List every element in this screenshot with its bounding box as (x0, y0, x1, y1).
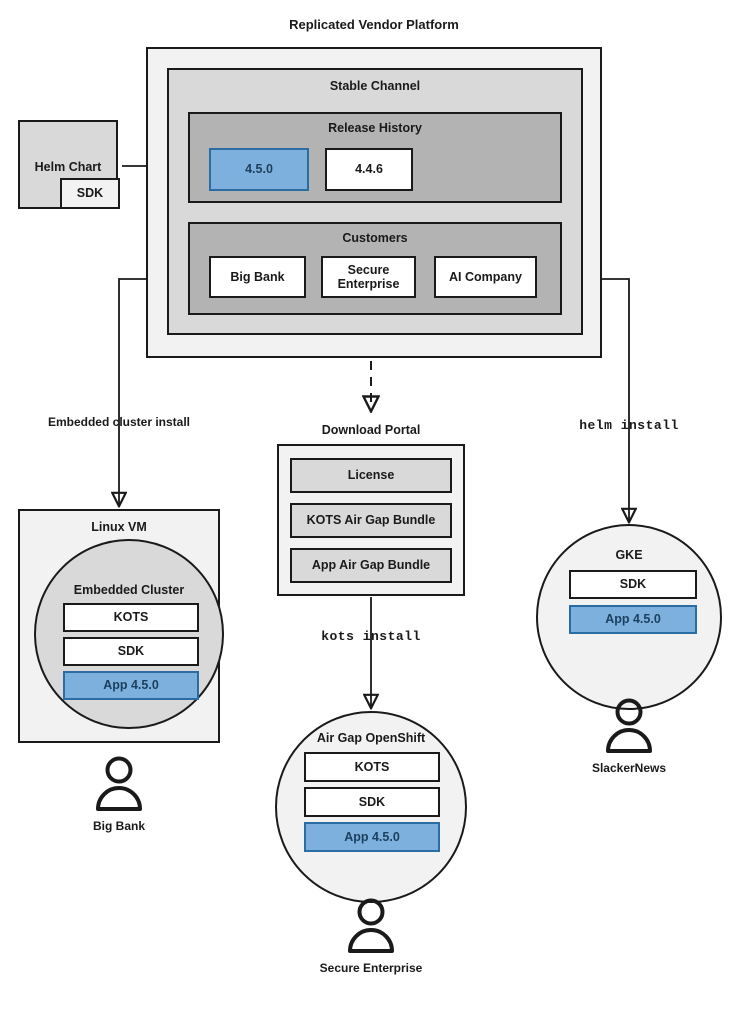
persona-label: Big Bank (92, 819, 145, 833)
linux-vm-component-sdk[interactable]: SDK (63, 637, 199, 666)
release-history-container: Release History 4.5.0 4.4.6 (188, 112, 562, 203)
portal-artifact-kots-air-gap-bundle[interactable]: KOTS Air Gap Bundle (290, 503, 452, 538)
helm-chart-label: Helm Chart (34, 160, 102, 174)
stable-channel-container: Stable Channel Release History 4.5.0 4.4… (167, 68, 583, 335)
persona-secure-enterprise: Secure Enterprise (311, 897, 431, 976)
linux-vm-component-app[interactable]: App 4.5.0 (63, 671, 199, 700)
platform-container: Stable Channel Release History 4.5.0 4.4… (146, 47, 602, 358)
release-card-4-5-0[interactable]: 4.5.0 (209, 148, 309, 191)
linux-vm-container: Linux VM Embedded Cluster KOTS SDK App 4… (18, 509, 224, 743)
release-history-title: Release History (328, 121, 422, 135)
openshift-component-kots[interactable]: KOTS (304, 752, 440, 782)
helm-chart-sdk-box[interactable]: SDK (60, 178, 120, 209)
openshift-component-sdk[interactable]: SDK (304, 787, 440, 817)
customers-title: Customers (342, 231, 408, 245)
persona-big-bank: Big Bank (59, 755, 179, 834)
download-portal-title: Download Portal (321, 423, 421, 437)
edge-label-kots-install: kots install (321, 629, 421, 644)
persona-label: Secure Enterprise (319, 961, 423, 975)
person-icon (606, 698, 652, 753)
release-card-4-4-6[interactable]: 4.4.6 (325, 148, 413, 191)
stable-channel-title: Stable Channel (329, 79, 421, 93)
diagram-title: Replicated Vendor Platform (289, 17, 459, 32)
linux-vm-title: Linux VM (91, 520, 147, 534)
gke-circle: GKE SDK App 4.5.0 (536, 524, 722, 710)
openshift-component-app[interactable]: App 4.5.0 (304, 822, 440, 852)
gke-component-sdk[interactable]: SDK (569, 570, 697, 599)
persona-label: SlackerNews (591, 761, 667, 775)
download-portal-container: License KOTS Air Gap Bundle App Air Gap … (277, 444, 465, 596)
portal-artifact-license[interactable]: License (290, 458, 452, 493)
linux-vm-component-kots[interactable]: KOTS (63, 603, 199, 632)
gke-title: GKE (615, 548, 643, 562)
customers-container: Customers Big Bank Secure Enterprise AI … (188, 222, 562, 315)
edge-label-embedded-install: Embedded cluster install (47, 415, 191, 429)
edge-label-helm-install: helm install (579, 418, 679, 433)
persona-slackernews: SlackerNews (569, 697, 689, 776)
customer-ai-company[interactable]: AI Company (434, 256, 537, 298)
person-icon (96, 756, 142, 811)
person-icon (348, 898, 394, 953)
portal-artifact-app-air-gap-bundle[interactable]: App Air Gap Bundle (290, 548, 452, 583)
airgap-openshift-circle: Air Gap OpenShift KOTS SDK App 4.5.0 (275, 711, 467, 903)
airgap-openshift-title: Air Gap OpenShift (316, 731, 426, 745)
embedded-cluster-circle: Embedded Cluster KOTS SDK App 4.5.0 (34, 539, 224, 729)
gke-component-app[interactable]: App 4.5.0 (569, 605, 697, 634)
customer-big-bank[interactable]: Big Bank (209, 256, 306, 298)
customer-secure-enterprise[interactable]: Secure Enterprise (321, 256, 416, 298)
embedded-cluster-title: Embedded Cluster (73, 583, 185, 597)
